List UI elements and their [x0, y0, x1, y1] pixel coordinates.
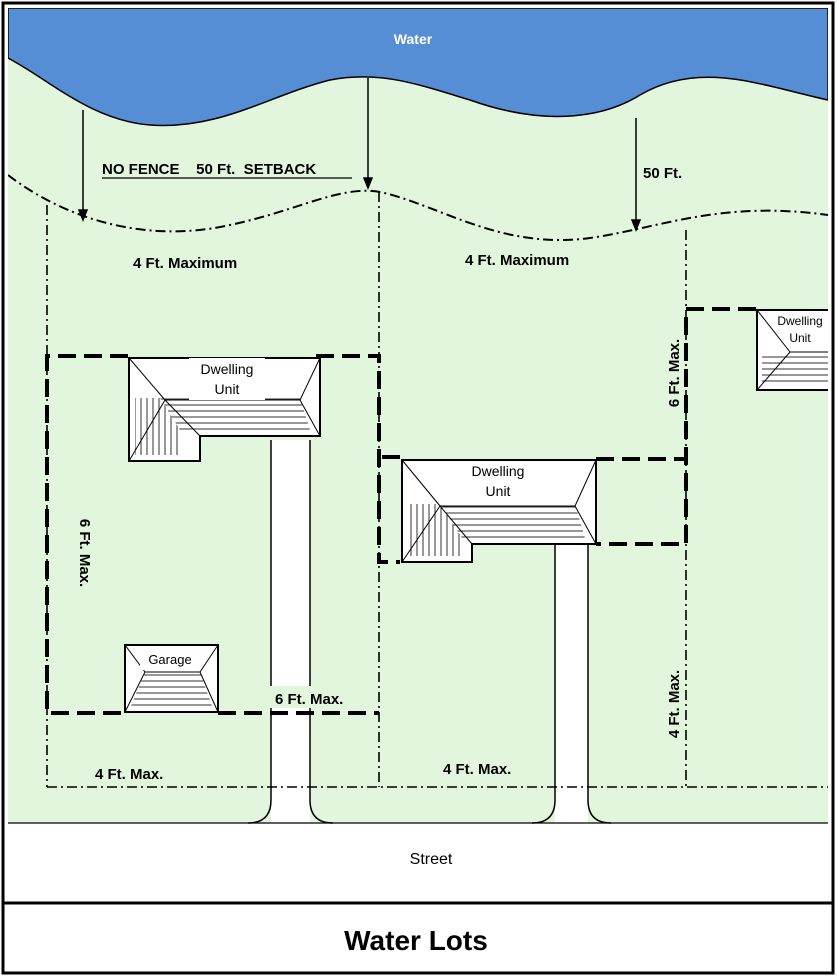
- setback-arrows: [77, 78, 642, 233]
- side-max-left-label: 6 Ft. Max.: [76, 519, 93, 587]
- dwelling-left: [128, 357, 321, 462]
- street: [8, 823, 828, 900]
- street-label: Street: [410, 851, 453, 868]
- page-title: Water Lots: [344, 925, 488, 956]
- dwelling-mid-label-1: Dwelling: [472, 463, 525, 479]
- dwelling-mid: [401, 459, 597, 563]
- dwelling-right: [756, 309, 828, 391]
- driveway-left-edge-b: [309, 440, 334, 824]
- side-max-right-upper-label: 6 Ft. Max.: [666, 339, 683, 407]
- dwelling-left-label-1: Dwelling: [201, 361, 254, 377]
- driveway-mid: [555, 545, 588, 825]
- waterfront-max-left-label: 4 Ft. Maximum: [133, 255, 237, 272]
- setback-distance-label: 50 Ft.: [643, 165, 682, 182]
- driveway-mid-edge-a: [531, 545, 556, 824]
- garage: [124, 644, 219, 713]
- front-max-mid-label: 4 Ft. Max.: [443, 761, 511, 778]
- setback-line: [8, 174, 828, 242]
- driveway-left-edge-a: [247, 440, 272, 824]
- setback-label: NO FENCE 50 Ft. SETBACK: [102, 161, 316, 178]
- dwelling-right-label-1: Dwelling: [777, 314, 822, 328]
- water-label: Water: [394, 31, 433, 47]
- dwelling-mid-label-2: Unit: [486, 483, 511, 499]
- waterfront-max-mid-label: 4 Ft. Maximum: [465, 252, 569, 269]
- lot-boundaries: [46, 192, 828, 788]
- garage-label: Garage: [148, 652, 191, 667]
- side-max-right-lower-label: 4 Ft. Max.: [666, 670, 683, 738]
- fence-lines: [45, 307, 756, 715]
- dwelling-right-label-2: Unit: [789, 331, 811, 345]
- dwelling-left-label-2: Unit: [215, 381, 240, 397]
- driveway-mid-edge-b: [587, 545, 612, 824]
- front-max-left-label: 4 Ft. Max.: [95, 766, 163, 783]
- driveway-left: [271, 440, 310, 825]
- water-body: [8, 8, 828, 127]
- rear-max-left-label: 6 Ft. Max.: [275, 691, 343, 708]
